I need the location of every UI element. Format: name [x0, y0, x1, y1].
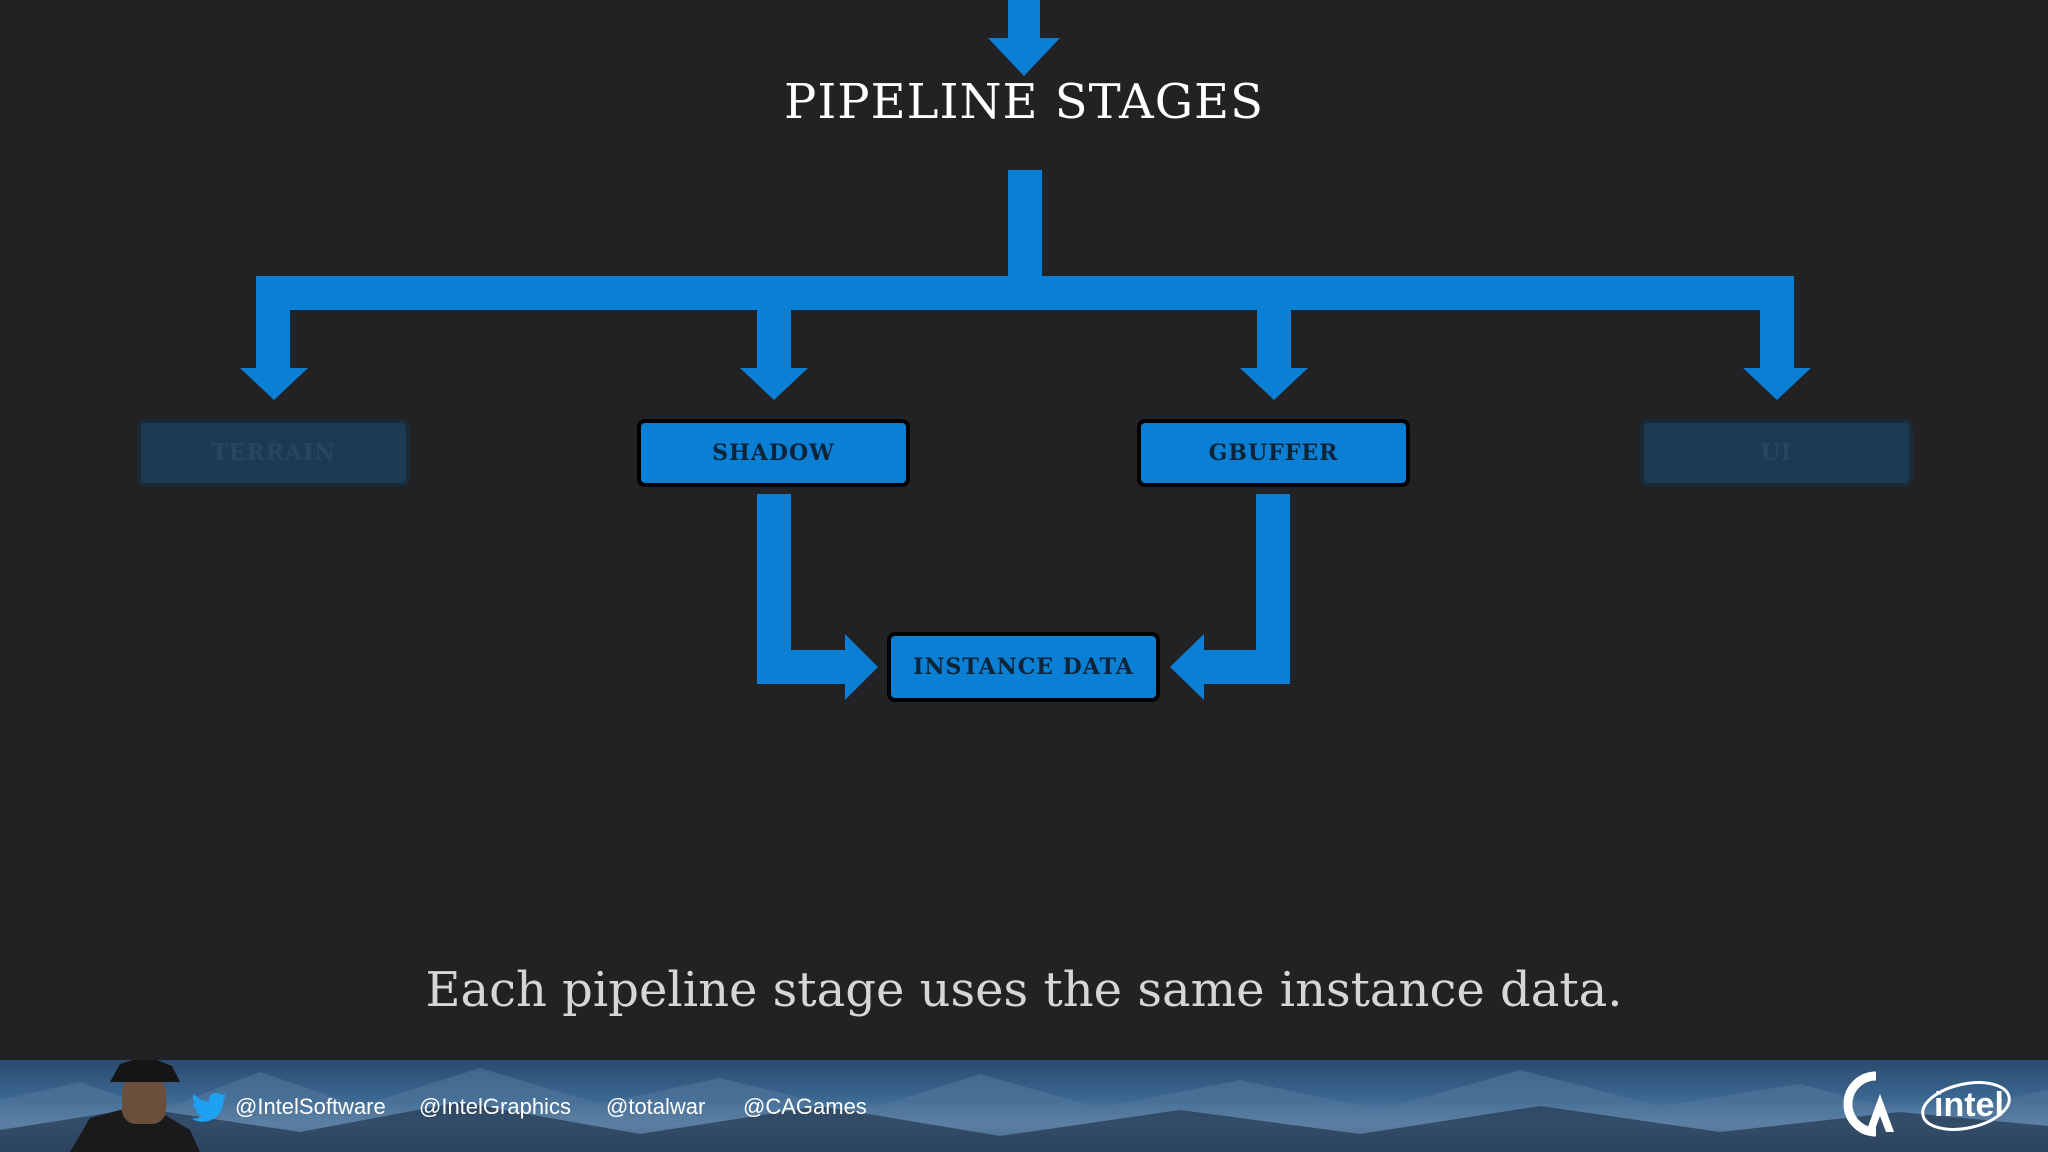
drop-shadow: [757, 276, 791, 372]
character-portrait: [70, 1060, 200, 1152]
handle-intel-graphics[interactable]: @IntelGraphics: [419, 1094, 571, 1119]
drop-ui: [1760, 276, 1794, 372]
handle-intel-software[interactable]: @IntelSoftware: [235, 1094, 386, 1119]
handle-totalwar[interactable]: @totalwar: [606, 1094, 706, 1119]
arrowhead-shadow: [740, 368, 808, 400]
stage-gbuffer: GBUFFER: [1137, 419, 1410, 487]
drop-terrain: [256, 276, 290, 372]
instance-data-node: INSTANCE DATA: [887, 632, 1160, 702]
branch-bus: [256, 276, 1794, 310]
intel-swoosh-icon: [1921, 1081, 2011, 1131]
trunk-line: [1008, 170, 1042, 280]
stage-shadow: SHADOW: [637, 419, 910, 487]
arrowhead-gbuffer: [1240, 368, 1308, 400]
twitter-bird-icon: [191, 1092, 227, 1122]
intel-wordmark: intel: [1934, 1086, 2004, 1124]
creative-assembly-logo: [1843, 1071, 1894, 1137]
diagram-title: PIPELINE STAGES: [784, 74, 1264, 130]
arrowhead-into-instance-right: [1170, 634, 1204, 700]
footer-banner: @IntelSoftware @IntelGraphics @totalwar …: [0, 1060, 2048, 1152]
arrowhead-into-instance-left: [845, 634, 878, 700]
shadow-right-line: [757, 650, 851, 684]
gbuffer-left-line: [1198, 650, 1290, 684]
stage-terrain: TERRAIN: [137, 419, 410, 487]
handle-cagames[interactable]: @CAGames: [743, 1094, 867, 1119]
intel-logo: intel: [1918, 1074, 2014, 1134]
caption: Each pipeline stage uses the same instan…: [425, 962, 1623, 1018]
incoming-arrow-shaft: [1008, 0, 1040, 42]
incoming-arrow-head: [988, 38, 1060, 76]
mountain-backdrop: [0, 1068, 2048, 1152]
arrowhead-terrain: [240, 368, 308, 400]
stage-ui: UI: [1640, 419, 1913, 487]
arrowhead-ui: [1743, 368, 1811, 400]
drop-gbuffer: [1257, 276, 1291, 372]
